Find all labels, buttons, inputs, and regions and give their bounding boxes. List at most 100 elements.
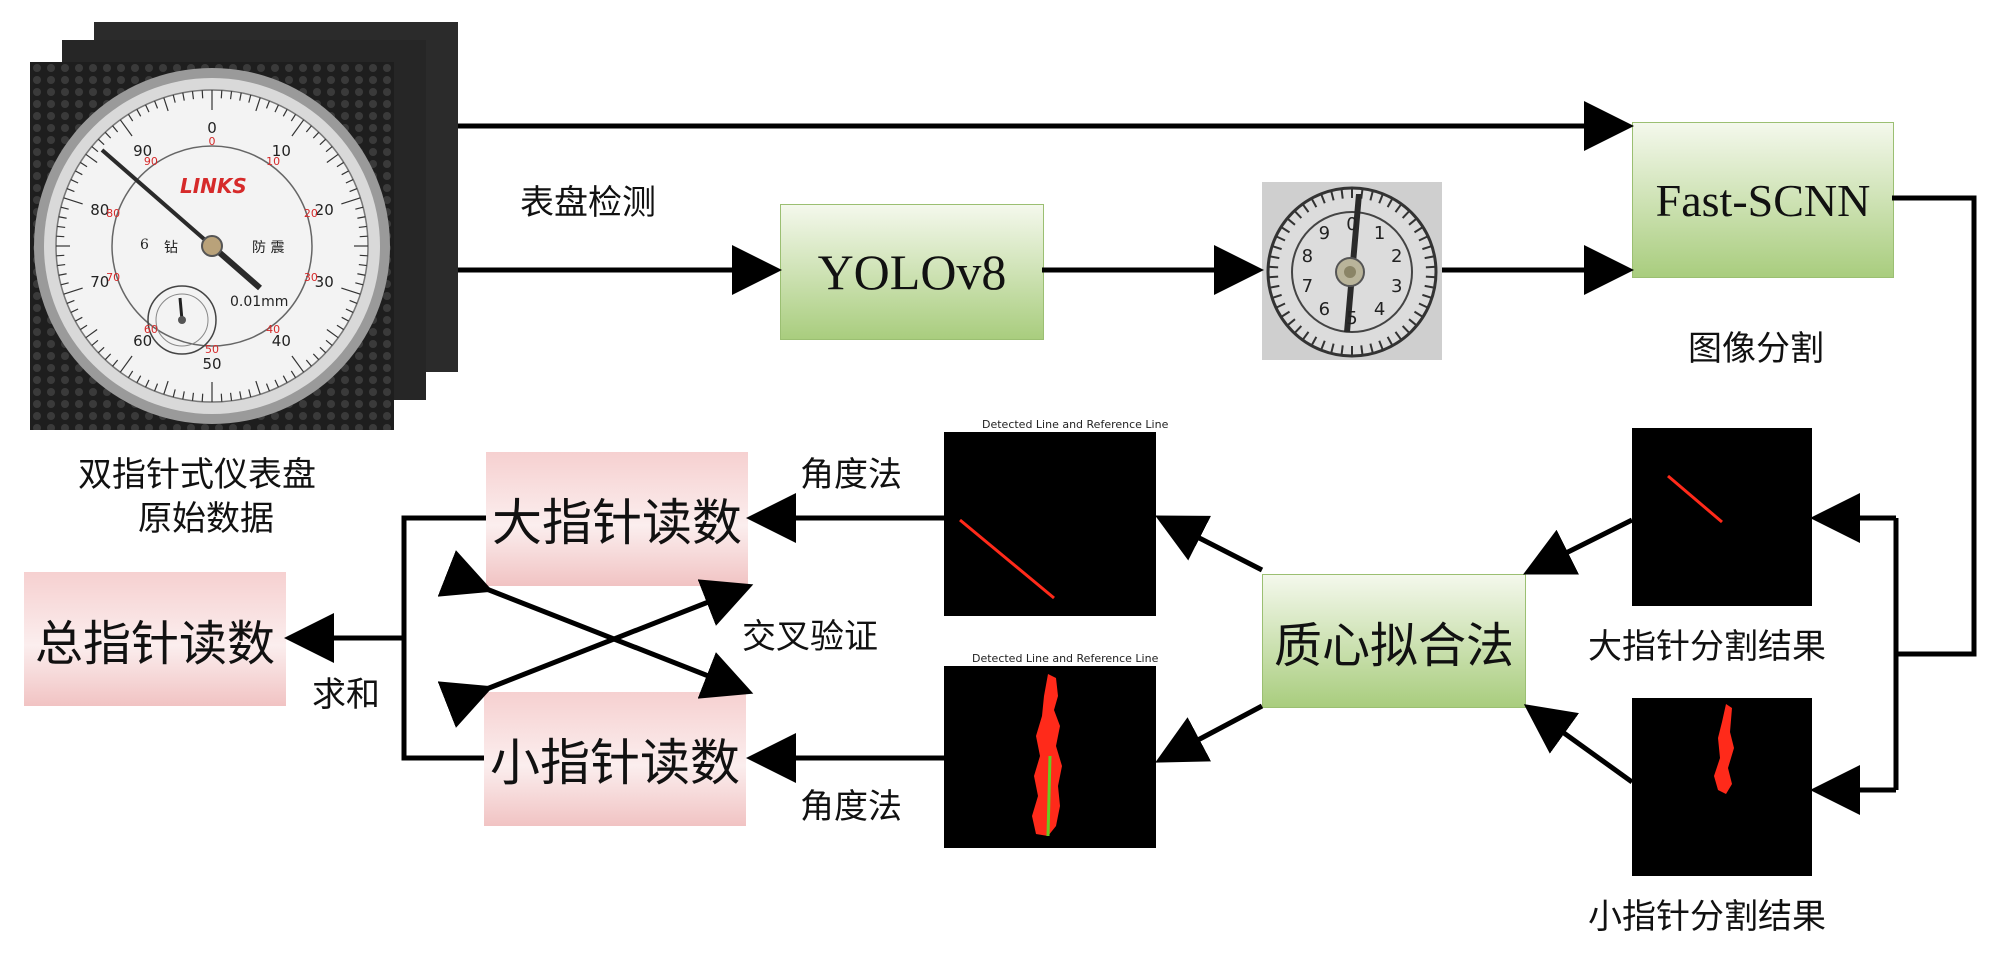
dial-left-char: 6 xyxy=(140,237,149,253)
dial-scale-number-red: 10 xyxy=(266,154,281,168)
crop-dial-tick xyxy=(1401,325,1411,334)
dial-tick xyxy=(163,97,169,112)
dial-tick xyxy=(201,90,204,99)
dial-scale-number-red: 90 xyxy=(143,154,158,168)
dial-tick xyxy=(70,179,79,184)
dial-tick xyxy=(248,94,252,103)
dial-tick xyxy=(305,359,312,367)
dial-mid-char: 钻 xyxy=(164,240,178,256)
crop-dial-tick xyxy=(1330,190,1335,201)
total-reading-box: 总指针读数 xyxy=(24,572,286,706)
dial-tick xyxy=(359,254,368,257)
crop-dial-tick xyxy=(1320,340,1326,351)
dial-tick xyxy=(357,216,366,219)
dial-tick xyxy=(136,109,142,117)
crop-dial-tick xyxy=(1280,226,1291,234)
segmentation-label: 图像分割 xyxy=(1688,329,1824,369)
big-reading-box: 大指针读数 xyxy=(486,452,748,586)
crop-dial-tick xyxy=(1386,197,1394,208)
dial-tick xyxy=(290,370,297,379)
dial-tick xyxy=(91,339,99,346)
crop-dial-tick xyxy=(1408,318,1418,327)
dial-scale-number-red: 20 xyxy=(303,206,318,220)
dial-scale-number: 20 xyxy=(314,200,334,219)
dial-tick xyxy=(66,188,75,193)
dial-tick xyxy=(182,92,185,101)
crop-dial-tick xyxy=(1378,193,1384,204)
dial-tick xyxy=(355,282,364,286)
dial-scale-number: 60 xyxy=(133,332,153,351)
dial-tick xyxy=(282,375,288,383)
dial-scale-number: 0 xyxy=(207,119,217,137)
crop-dial-tick xyxy=(1268,275,1279,279)
dial-tick xyxy=(325,339,333,346)
dial-tick xyxy=(145,379,150,388)
crop-dial-tick xyxy=(1269,255,1280,260)
dial-tick xyxy=(355,206,364,210)
crop-dial-number: 0 xyxy=(1346,214,1358,235)
dial-tick xyxy=(201,393,204,402)
crop-dial-tick xyxy=(1386,336,1394,347)
dial-tick xyxy=(127,113,134,122)
top-plot-title: Detected Line and Reference Line xyxy=(982,418,1169,431)
dial-tick xyxy=(119,355,133,373)
crop-dial-tick xyxy=(1401,210,1411,219)
crop-dial-tick xyxy=(1394,203,1403,213)
dial-caption-line2: 原始数据 xyxy=(138,499,274,539)
dial-tick xyxy=(91,146,99,153)
dial-tick xyxy=(127,370,134,379)
crop-dial-tick xyxy=(1293,210,1303,219)
small-seg-result-image xyxy=(1632,698,1812,876)
crop-dial-tick xyxy=(1301,331,1310,341)
dial-tick xyxy=(274,104,279,113)
dial-detect-label: 表盘检测 xyxy=(520,183,656,223)
crop-dial-tick xyxy=(1280,310,1291,318)
dial-tick xyxy=(229,392,233,401)
connector-readings-sum xyxy=(401,515,486,761)
dial-tick xyxy=(182,391,185,400)
dial-tick xyxy=(56,235,65,238)
crop-dial-tick xyxy=(1413,226,1424,234)
crop-dial-tick xyxy=(1425,265,1436,269)
big-seg-result-image xyxy=(1632,428,1812,606)
dial-tick xyxy=(319,138,327,146)
crop-dial-tick xyxy=(1369,343,1374,354)
dial-tick xyxy=(325,146,333,153)
dial-tick xyxy=(305,125,312,133)
crop-dial-tick xyxy=(1275,235,1286,242)
dial-scale-number: 50 xyxy=(202,355,222,373)
dial-tick xyxy=(60,282,69,286)
dial-tick xyxy=(70,308,79,313)
dial-tick xyxy=(274,379,279,388)
crop-dial-tick xyxy=(1310,336,1318,347)
dial-tick xyxy=(172,94,176,103)
crop-dial-tick xyxy=(1286,318,1296,327)
dial-tick xyxy=(265,383,270,392)
arrow-smallseg-to-centroid xyxy=(1523,704,1634,785)
crop-dial-tick xyxy=(1330,343,1335,354)
dial-tick xyxy=(172,389,176,398)
dial-tick xyxy=(341,316,349,322)
crop-dial-tick xyxy=(1394,331,1403,341)
crop-dial-tick xyxy=(1422,293,1433,299)
dial-scale-number: 80 xyxy=(90,200,110,219)
dial-tick xyxy=(85,153,98,164)
centroid-box: 质心拟合法 xyxy=(1262,574,1526,708)
dial-scale-number-red: 0 xyxy=(208,135,216,148)
dial-tick xyxy=(239,391,242,400)
crop-dial-tick xyxy=(1418,302,1429,309)
dial-tick xyxy=(191,91,195,100)
crop-dial-tick xyxy=(1268,265,1279,269)
crop-dial-number: 1 xyxy=(1373,222,1386,244)
dial-scale-number-red: 80 xyxy=(106,206,121,220)
dial-scale-number-red: 30 xyxy=(303,271,318,285)
dial-tick xyxy=(85,328,98,339)
dial-tick xyxy=(112,125,119,133)
dial-tick xyxy=(79,324,88,331)
dial-tick xyxy=(358,263,367,267)
dial-tick xyxy=(63,287,83,295)
angle-method-top-label: 角度法 xyxy=(800,455,902,495)
dial-tick xyxy=(357,273,366,276)
dial-tick xyxy=(57,263,66,267)
